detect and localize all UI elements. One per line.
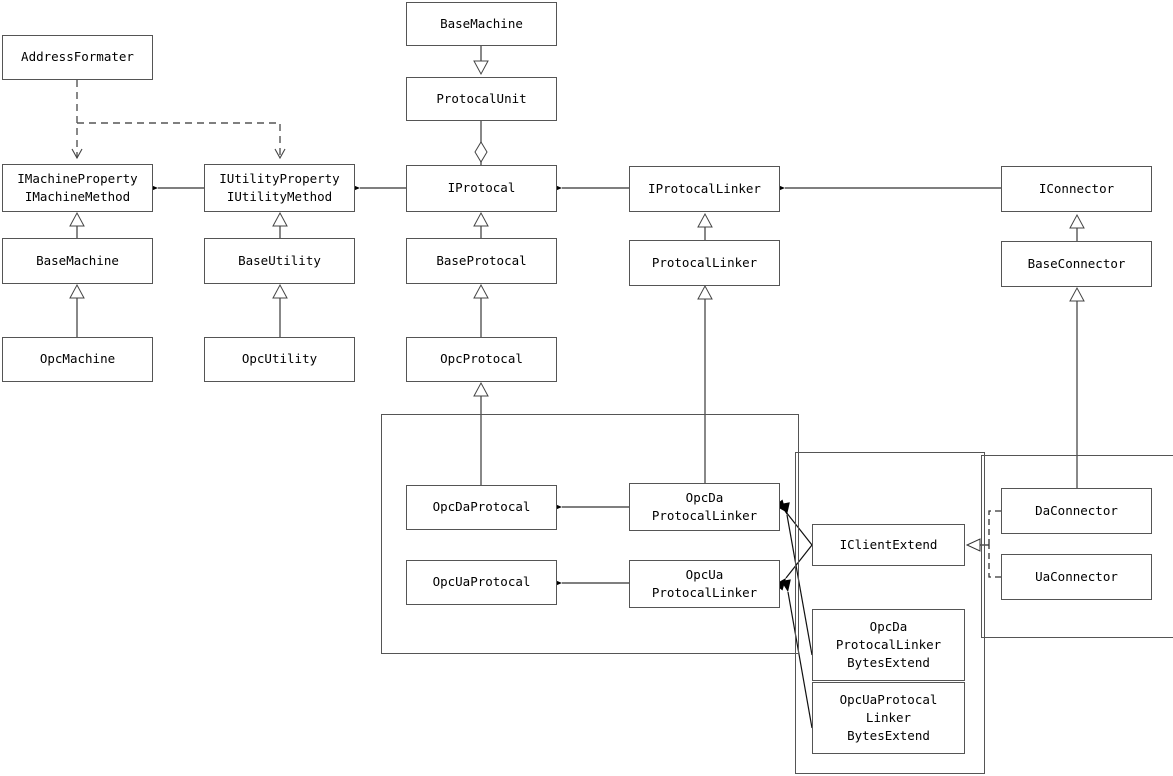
- group-protocal-package: [381, 414, 799, 654]
- class-node-iClientExtend[interactable]: IClientExtend: [812, 524, 965, 566]
- class-label: OpcUa ProtocalLinker: [651, 566, 758, 600]
- class-node-uaConnector[interactable]: UaConnector: [1001, 554, 1152, 600]
- class-node-iUtility[interactable]: IUtilityProperty IUtilityMethod: [204, 164, 355, 212]
- class-node-iMachine[interactable]: IMachineProperty IMachineMethod: [2, 164, 153, 212]
- group-connector-package: [981, 455, 1173, 638]
- class-node-protocalLinker[interactable]: ProtocalLinker: [629, 240, 780, 286]
- class-node-baseConnector[interactable]: BaseConnector: [1001, 241, 1152, 287]
- class-label: OpcProtocal: [440, 351, 523, 367]
- class-label: OpcMachine: [39, 351, 116, 367]
- class-node-baseMachine[interactable]: BaseMachine: [2, 238, 153, 284]
- edge-opcdaprotocal-opcprotocal: [473, 381, 489, 485]
- edge-basemachine-imachine: [69, 211, 85, 238]
- class-label: ProtocalUnit: [436, 90, 527, 106]
- class-node-opcUaBytes[interactable]: OpcUaProtocal Linker BytesExtend: [812, 682, 965, 754]
- class-node-baseMachineTop[interactable]: BaseMachine: [406, 2, 557, 46]
- edge-iclientextend-opcdalinker: [774, 499, 813, 546]
- class-label: AddressFormater: [21, 49, 134, 65]
- class-node-opcDaBytes[interactable]: OpcDa ProtocalLinker BytesExtend: [812, 609, 965, 681]
- edge-opcuabytes-opcualinker: [780, 579, 813, 729]
- class-node-opcDaProtocal[interactable]: OpcDaProtocal: [406, 485, 557, 530]
- edge-opcdalinker-protocallinker: [697, 284, 713, 483]
- class-label: OpcUaProtocal: [432, 574, 531, 590]
- class-node-opcDaLinker[interactable]: OpcDa ProtocalLinker: [629, 483, 780, 531]
- edge-baseconnector-iconnector: [1069, 213, 1085, 241]
- class-label: OpcUaProtocal Linker BytesExtend: [839, 691, 938, 744]
- class-node-iConnector[interactable]: IConnector: [1001, 166, 1152, 212]
- class-node-opcUaLinker[interactable]: OpcUa ProtocalLinker: [629, 560, 780, 608]
- class-label: BaseUtility: [238, 252, 321, 268]
- class-node-daConnector[interactable]: DaConnector: [1001, 488, 1152, 534]
- group-extend-package: [795, 452, 985, 774]
- edge-addressformater-iutility: [77, 122, 286, 160]
- class-node-baseProtocal[interactable]: BaseProtocal: [406, 238, 557, 284]
- class-node-opcUtility[interactable]: OpcUtility: [204, 337, 355, 382]
- edge-protocalunit-iprotocal: [474, 121, 488, 165]
- edge-basemachine-protocalunit: [473, 46, 489, 76]
- class-node-baseUtility[interactable]: BaseUtility: [204, 238, 355, 284]
- class-label: BaseMachine: [440, 15, 523, 31]
- class-label: OpcDa ProtocalLinker: [651, 489, 758, 523]
- class-label: IProtocalLinker: [648, 180, 761, 196]
- class-label: ProtocalLinker: [651, 254, 758, 270]
- edge-protocallinker-iprotocallinker: [697, 212, 713, 240]
- class-node-iProtocalLinker[interactable]: IProtocalLinker: [629, 166, 780, 212]
- class-label: IConnector: [1038, 180, 1115, 196]
- class-node-iProtocal[interactable]: IProtocal: [406, 165, 557, 212]
- class-label: IProtocal: [447, 180, 516, 196]
- class-label: IMachineProperty IMachineMethod: [17, 170, 138, 204]
- class-label: IClientExtend: [839, 536, 938, 552]
- class-label: BaseMachine: [36, 252, 119, 268]
- class-label: BaseConnector: [1027, 255, 1126, 271]
- class-label: OpcDaProtocal: [432, 499, 531, 515]
- edge-opcmachine-basemachine: [69, 283, 85, 337]
- class-label: UaConnector: [1035, 568, 1118, 584]
- edge-opcprotocal-baseprotocal: [473, 283, 489, 337]
- class-node-opcMachine[interactable]: OpcMachine: [2, 337, 153, 382]
- class-label: DaConnector: [1035, 502, 1118, 518]
- class-label: OpcDa ProtocalLinker BytesExtend: [835, 618, 942, 671]
- edge-daconnector-baseconnector: [1069, 286, 1085, 488]
- edge-baseprotocal-iprotocal: [473, 211, 489, 238]
- edge-opcdabytes-opcdalinker: [779, 502, 813, 656]
- class-label: BaseProtocal: [436, 252, 527, 268]
- class-node-addressFormater[interactable]: AddressFormater: [2, 35, 153, 80]
- class-node-protocalUnit[interactable]: ProtocalUnit: [406, 77, 557, 121]
- class-label: OpcUtility: [241, 351, 318, 367]
- edge-iclientextend-opcualinker: [774, 544, 813, 591]
- edge-opcutility-baseutility: [272, 283, 288, 337]
- class-node-opcProtocal[interactable]: OpcProtocal: [406, 337, 557, 382]
- class-node-opcUaProtocal[interactable]: OpcUaProtocal: [406, 560, 557, 605]
- class-label: IUtilityProperty IUtilityMethod: [219, 170, 340, 204]
- edge-baseutility-iutility: [272, 211, 288, 238]
